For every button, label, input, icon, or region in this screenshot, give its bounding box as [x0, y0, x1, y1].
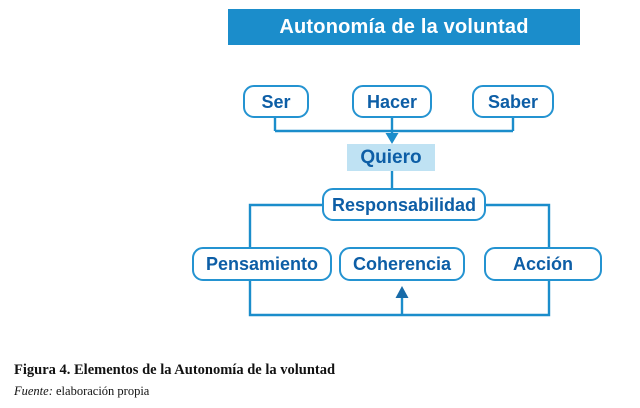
- node-pensamiento-label: Pensamiento: [205, 254, 319, 274]
- node-coherencia-label: Coherencia: [352, 254, 452, 274]
- node-quiero: Quiero: [347, 144, 435, 171]
- node-pensamiento: Pensamiento: [192, 247, 332, 281]
- caption-source: Fuente: elaboración propia: [14, 383, 626, 399]
- caption-source-value: elaboración propia: [56, 384, 150, 399]
- connector-responsabilidad-left: [248, 203, 322, 247]
- node-saber: Saber: [472, 85, 554, 118]
- node-ser: Ser: [243, 85, 309, 118]
- connector-bottom-u: [248, 281, 551, 317]
- node-hacer: Hacer: [352, 85, 432, 118]
- connector-responsabilidad-right: [486, 203, 551, 247]
- caption-source-label: Fuente:: [14, 384, 53, 399]
- node-ser-label: Ser: [261, 91, 291, 112]
- node-coherencia: Coherencia: [339, 247, 465, 281]
- node-saber-label: Saber: [487, 91, 539, 112]
- figure-diagram: Autonomía de la voluntad Ser Hacer Saber…: [192, 9, 602, 317]
- node-quiero-label: Quiero: [360, 147, 422, 168]
- node-responsabilidad: Responsabilidad: [322, 188, 486, 221]
- arrowhead-down-quiero: [385, 133, 399, 144]
- node-hacer-label: Hacer: [366, 91, 418, 112]
- caption-title: Figura 4. Elementos de la Autonomía de l…: [14, 362, 336, 378]
- diagram-title-text: Autonomía de la voluntad: [279, 16, 529, 38]
- connector-lines: [248, 118, 551, 317]
- figure-caption: Figura 4. Elementos de la Autonomía de l…: [14, 361, 626, 399]
- arrowhead-up-coherencia: [395, 286, 409, 298]
- node-responsabilidad-label: Responsabilidad: [331, 194, 477, 215]
- node-accion-label: Acción: [512, 254, 573, 274]
- node-accion: Acción: [484, 247, 602, 281]
- diagram-title-banner: Autonomía de la voluntad: [228, 9, 580, 45]
